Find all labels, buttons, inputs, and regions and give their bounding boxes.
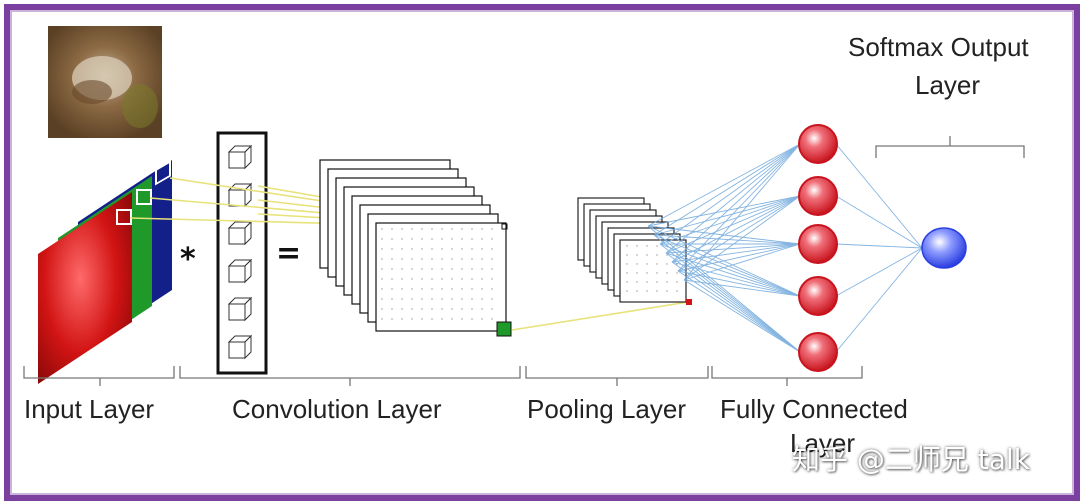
fc-link <box>665 143 801 254</box>
cube-kernel-icon <box>227 296 253 322</box>
fc-link <box>835 247 923 353</box>
cube-kernel-icon <box>227 334 253 360</box>
fc-link <box>653 234 801 353</box>
fully-connected-neurons <box>798 124 838 372</box>
softmax-output-neuron <box>921 227 967 269</box>
fc-link <box>677 270 801 353</box>
bracket-softmax <box>875 136 1025 158</box>
fc-link <box>653 234 801 297</box>
fc-neuron <box>798 332 838 372</box>
fc-link <box>659 143 801 245</box>
cube-kernel-icons <box>227 144 253 360</box>
fc-neuron <box>798 224 838 264</box>
conv-output-cell <box>496 321 512 337</box>
fc-link <box>671 261 801 297</box>
fc-link <box>683 243 801 281</box>
fc-link <box>683 279 801 297</box>
convolution-feature-maps <box>319 159 512 337</box>
fc-link <box>659 243 801 353</box>
feature-map-grid <box>381 228 493 320</box>
bracket-conv <box>179 366 521 386</box>
blue-receptive-field <box>155 160 171 186</box>
layer-brackets <box>23 136 1025 386</box>
fc-link <box>835 195 923 249</box>
fully-connected-links <box>647 143 923 353</box>
bracket-pool <box>525 366 709 386</box>
pooled-output-cell <box>686 299 692 305</box>
label-fully-connected-line2: Layer <box>790 428 856 458</box>
watermark-text: 知乎 @二师兄 talk <box>792 443 1030 476</box>
fc-link <box>647 143 801 227</box>
bracket-fc <box>711 366 863 386</box>
fc-link <box>835 243 923 249</box>
label-convolution-layer: Convolution Layer <box>232 394 442 424</box>
feature-map <box>375 222 507 332</box>
pooled-map <box>619 239 687 303</box>
cube-kernel-icon <box>227 144 253 170</box>
fc-link <box>647 195 801 227</box>
fc-link <box>677 195 801 272</box>
fc-link <box>653 195 801 236</box>
red-receptive-field <box>116 209 132 225</box>
equals-operator: = <box>276 236 302 271</box>
pooled-map-grid <box>626 245 678 292</box>
fc-link <box>677 243 801 272</box>
conv-target-cell <box>501 223 508 230</box>
fc-link <box>835 247 923 297</box>
red-channel <box>38 192 132 384</box>
fc-link <box>659 195 801 245</box>
convolution-operator: * <box>180 242 196 277</box>
fc-link <box>683 279 801 353</box>
fc-link <box>665 252 801 353</box>
purple-frame <box>4 4 1080 501</box>
cube-kernel-icon <box>227 258 253 284</box>
fc-link <box>683 143 801 281</box>
rgb-input-channels <box>38 160 172 384</box>
frog-photo-thumbnail <box>48 26 162 138</box>
label-softmax-layer: Layer <box>915 70 981 100</box>
fc-link <box>683 195 801 281</box>
fc-link <box>671 243 801 263</box>
fc-neuron <box>798 176 838 216</box>
label-softmax-output: Softmax Output <box>848 32 1029 62</box>
fc-link <box>659 243 801 297</box>
fc-neuron <box>798 276 838 316</box>
fc-link <box>653 143 801 236</box>
fc-link <box>671 195 801 263</box>
fc-link <box>653 234 801 245</box>
fc-neuron <box>798 124 838 164</box>
green-receptive-field <box>136 189 152 205</box>
label-fully-connected: Fully Connected <box>720 394 908 424</box>
fc-link <box>835 143 923 249</box>
cube-kernel-icon <box>227 220 253 246</box>
fc-link <box>671 143 801 263</box>
filter-kernel <box>216 131 268 375</box>
label-pooling-layer: Pooling Layer <box>527 394 686 424</box>
fc-link <box>677 143 801 272</box>
label-input-layer: Input Layer <box>24 394 155 424</box>
fc-link <box>665 195 801 254</box>
fc-link <box>665 243 801 254</box>
bracket-input <box>23 366 175 386</box>
